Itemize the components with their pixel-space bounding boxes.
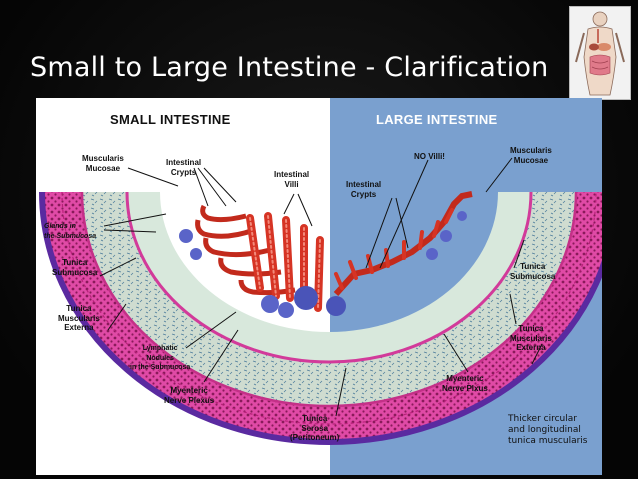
villi-group [195,204,324,312]
intestine-wall-diagram [36,98,602,475]
label-intestinal-crypts-left: Intestinal Crypts [166,158,202,177]
label-glands-submucosa: Glands in the Submucosa [44,223,97,240]
label-myenteric-left: Myenteric Nerve Plexus [164,386,215,405]
lymphatic-nodules [179,211,467,318]
intestine-cross-section-figure: SMALL INTESTINE LARGE INTESTINE Muscular… [36,98,602,475]
large-intestine-crypts [333,191,473,297]
submucosa-ring [80,191,578,408]
muscularis-externa-ring [39,191,602,445]
slide-title: Small to Large Intestine - Clarification [30,52,549,83]
digestive-system-thumbnail [569,6,631,100]
large-intestine-header: LARGE INTESTINE [376,112,498,127]
label-tunica-muscularis-left: Tunica Muscularis Externa [58,304,100,332]
label-muscularis-mucosae-left: Muscularis Mucosae [82,154,124,173]
label-lymphatic-nodules: Lymphatic Nodules in the Submucosa [130,345,191,371]
label-intestinal-villi: Intestinal Villi [274,170,310,189]
small-intestine-header: SMALL INTESTINE [110,112,231,127]
label-muscularis-mucosae-right: Muscularis Mucosae [510,146,552,165]
label-intestinal-crypts-right: Intestinal Crypts [346,180,382,199]
label-tunica-submucosa-right: Tunica Submucosa [510,262,556,281]
label-tunica-muscularis-right: Tunica Muscularis Externa [510,324,552,352]
label-no-villi: NO Villi! [414,152,445,161]
label-tunica-submucosa-left: Tunica Submucosa [52,258,98,277]
annotation-note: Thicker circular and longitudinal tunica… [508,414,588,446]
pointer-lines [99,157,543,417]
label-tunica-serosa: Tunica Serosa (Peritoneum) [290,414,340,442]
mucosa-band [125,191,533,364]
human-digestive-system-icon [575,11,625,96]
label-myenteric-right: Myenteric Nerve Plxus [442,374,488,393]
